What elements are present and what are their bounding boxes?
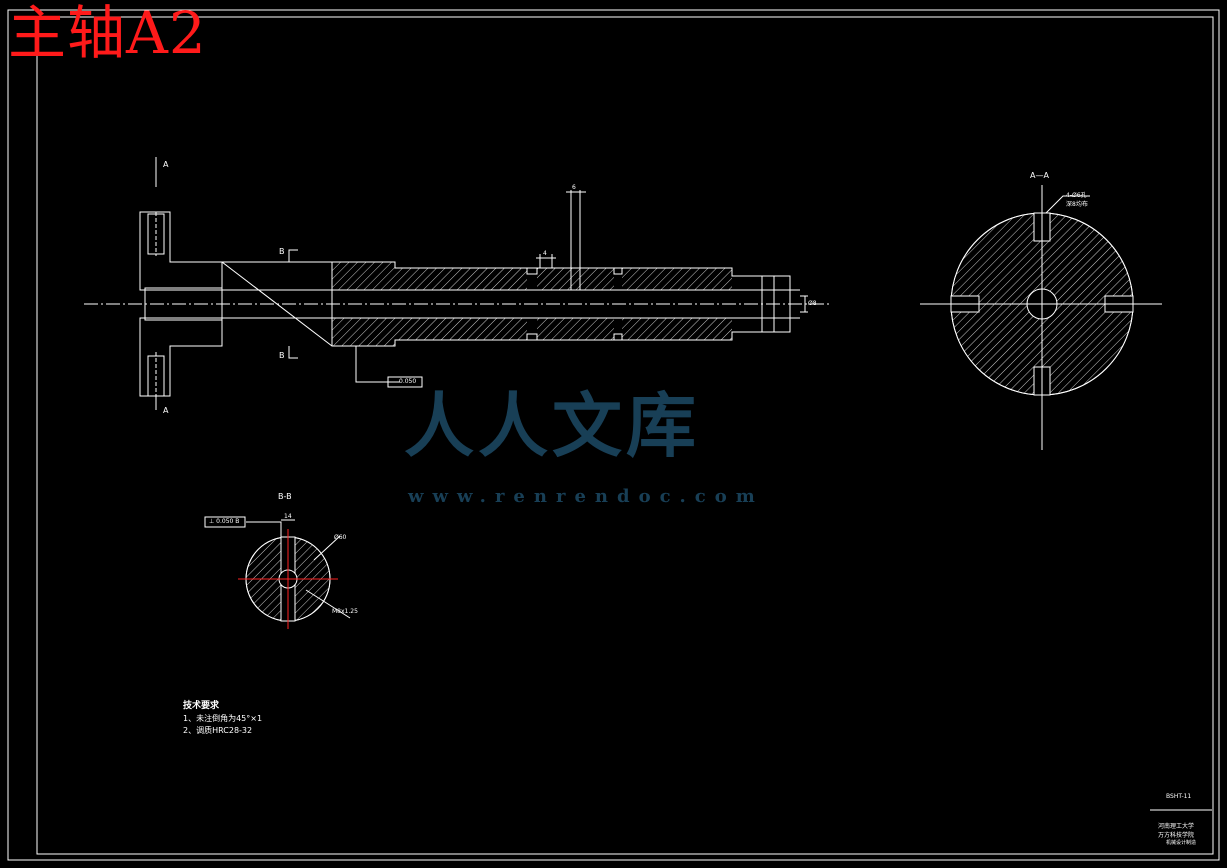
title-block-school: 河南理工大学: [1158, 823, 1195, 830]
watermark-logo: 人人文库: [404, 384, 700, 467]
dim-bb-width: 14: [284, 513, 292, 520]
title-block-extra: 机械设计制造: [1166, 840, 1197, 846]
drawing-title: 主轴A2: [8, 0, 207, 67]
tech-requirement-2: 2、调质HRC28-32: [183, 726, 253, 735]
section-mark-a-bottom: A: [163, 406, 169, 415]
view-title-bb: B-B: [278, 492, 292, 501]
title-block-dept: 万方科技学院: [1158, 832, 1195, 839]
inner-frame: [36, 16, 1214, 855]
dim-keyway-width: 6: [572, 184, 576, 191]
surface-tolerance-note: 0.050: [399, 378, 417, 385]
dim-groove-width: 4: [543, 250, 547, 257]
tech-requirement-1: 1、未注倒角为45°×1: [183, 714, 263, 723]
tech-requirements-heading: 技术要求: [183, 701, 220, 711]
dim-end-diameter: Ø8: [808, 300, 817, 307]
dim-bb-thread: M8x1.25: [332, 608, 358, 615]
outer-frame: [7, 9, 1220, 861]
section-mark-a-top: A: [163, 160, 169, 169]
drawing-number: BSHT-11: [1166, 793, 1192, 800]
section-mark-b-bottom: B: [279, 351, 285, 360]
view-title-aa: A—A: [1030, 171, 1049, 180]
section-mark-b-top: B: [279, 247, 285, 256]
dim-bb-diameter: Ø60: [334, 534, 347, 541]
section-bb-view: [204, 516, 351, 622]
aa-hole-note: 4-Ø6孔深8均布: [1066, 192, 1088, 208]
section-aa-view: [920, 185, 1162, 450]
watermark-url: www.renrendoc.com: [408, 486, 764, 507]
bb-centerlines: [238, 529, 338, 629]
tolerance-frame-bb: ⊥ 0.050 B: [209, 518, 240, 525]
shaft-hatching: [332, 262, 732, 346]
